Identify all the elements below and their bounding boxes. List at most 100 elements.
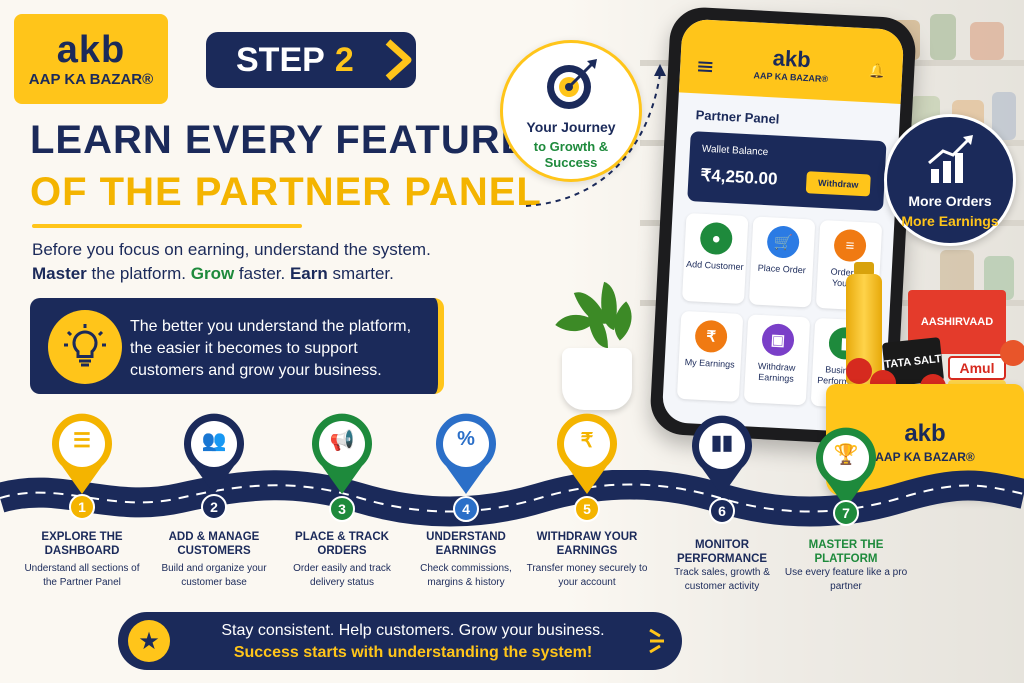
step-title: EXPLORE THE DASHBOARD	[41, 531, 123, 557]
intro-line-2: Master the platform. Grow faster. Earn s…	[32, 264, 394, 284]
partner-panel-title: Partner Panel	[695, 107, 780, 127]
tile-place-order[interactable]: 🛒 Place Order	[748, 216, 816, 308]
users-icon: 👥	[201, 430, 227, 452]
checklist-icon: ☰	[73, 430, 91, 452]
wallet-card: Wallet Balance ₹4,250.00 Withdraw	[687, 131, 887, 212]
step-title: WITHDRAW YOUR EARNINGS	[536, 531, 638, 557]
step-number-badge: 1	[69, 494, 95, 520]
intro-word-master: Master	[32, 264, 87, 283]
step-number-badge: 2	[201, 494, 227, 520]
trophy-icon: 🏆	[833, 444, 859, 466]
journey-line-3-text: Success	[544, 155, 598, 170]
intro-line-1: Before you focus on earning, understand …	[32, 240, 431, 259]
logo-brand-name: AAP KA BAZAR®	[28, 70, 154, 88]
cart-icon: 🛒	[766, 225, 800, 259]
headline-line-2: OF THE PARTNER PANEL	[30, 170, 542, 214]
tomato	[1000, 340, 1024, 366]
intro-word-grow: Grow	[190, 264, 235, 283]
step-pin-2: 👥	[182, 412, 246, 496]
star-icon: ★	[128, 620, 170, 662]
rupee-icon: ₹	[580, 430, 594, 452]
tile-withdraw-earnings[interactable]: ▣ Withdraw Earnings	[743, 314, 811, 406]
step-description: Order easily and track delivery status	[293, 563, 391, 588]
basket-logo: akb	[904, 420, 946, 447]
plant-leaves	[550, 281, 646, 352]
footer-banner: ★ Stay consistent. Help customers. Grow …	[118, 612, 682, 670]
step-description: Track sales, growth & customer activity	[674, 567, 770, 592]
journey-badge: Your Journey to Growth & Success	[500, 40, 642, 182]
percent-icon: %	[457, 428, 475, 450]
step-description: Use every feature like a pro partner	[784, 567, 908, 592]
journey-line-1: Your Journey	[526, 119, 616, 135]
step-word: STEP	[236, 40, 325, 79]
basket-brand-name: AAP KA BAZAR®	[875, 450, 975, 464]
step-pin-3: 📢	[310, 412, 374, 496]
headline-underline	[32, 224, 302, 228]
step-title: MONITOR PERFORMANCE	[676, 539, 768, 565]
step-title: ADD & MANAGE CUSTOMERS	[168, 531, 260, 557]
tile-label: My Earnings	[684, 357, 735, 370]
step-number-badge: 4	[453, 496, 479, 522]
tip-callout: The better you understand the platform, …	[30, 298, 444, 394]
step-pin-4: %	[434, 412, 498, 496]
footer-line-1: Stay consistent. Help customers. Grow yo…	[221, 622, 605, 639]
step-number-badge: 6	[709, 498, 735, 524]
step-pin-6: ▮▮	[690, 414, 754, 498]
bell-icon[interactable]: 🔔	[867, 62, 887, 80]
growth-chart-icon	[928, 135, 973, 183]
intro-word-earn: Earn	[289, 264, 328, 283]
step-description: Understand all sections of the Partner P…	[24, 563, 140, 588]
brand-logo: akb AAP KA BAZAR®	[14, 14, 168, 104]
step-description: Build and organize your customer base	[161, 563, 267, 588]
footer-line-2: Success starts with understanding the sy…	[233, 644, 593, 661]
tile-label: Withdraw Earnings	[757, 360, 796, 384]
step-number-badge: 7	[833, 500, 859, 526]
step-pin-1: ☰	[50, 412, 114, 496]
step-description: Transfer money securely to your account	[526, 563, 648, 588]
promo-badge: More Orders More Earnings	[884, 114, 1016, 246]
wallet-balance: ₹4,250.00	[700, 165, 778, 189]
promo-line-2: More Earnings	[901, 213, 999, 229]
journey-line-2: to Growth & Success	[503, 139, 639, 171]
headline-line-1: LEARN EVERY FEATURE	[30, 118, 529, 162]
step-title: UNDERSTAND EARNINGS	[426, 531, 506, 557]
sparkle-icon	[649, 628, 664, 654]
withdraw-button[interactable]: Withdraw	[805, 171, 871, 197]
target-icon	[547, 59, 597, 109]
clipboard-icon: ≡	[833, 228, 867, 263]
step-pin-5: ₹	[555, 412, 619, 496]
wallet-icon: ▣	[761, 323, 795, 357]
tip-text: The better you understand the platform, …	[130, 318, 412, 379]
lightbulb-icon	[48, 310, 122, 384]
step-badge: STEP 2	[206, 32, 416, 88]
step-number-badge: 3	[329, 496, 355, 522]
tile-label: Place Order	[757, 262, 806, 276]
oil-bottle-cap	[854, 262, 874, 276]
plant-pot	[562, 348, 632, 410]
tomato	[846, 358, 872, 384]
journey-road	[0, 470, 1024, 527]
step-description: Check commissions, margins & history	[420, 563, 512, 588]
intro-text-3: smarter.	[327, 264, 394, 283]
step-title: PLACE & TRACK ORDERS	[295, 531, 389, 557]
journey-line-2-text: to Growth &	[533, 139, 609, 154]
person-icon: ●	[699, 221, 734, 256]
step-number: 2	[334, 40, 354, 79]
megaphone-icon: 📢	[329, 430, 355, 452]
intro-text-2: faster.	[234, 264, 290, 283]
step-pin-7: 🏆	[814, 426, 878, 510]
tile-add-customer[interactable]: ● Add Customer	[681, 212, 749, 305]
chevron-right-icon	[385, 39, 412, 81]
tile-label: Add Customer	[685, 258, 744, 272]
wallet-label: Wallet Balance	[701, 143, 769, 159]
logo-mark: akb	[56, 28, 126, 71]
product-amul: Amul	[948, 356, 1006, 380]
dashed-arrow	[525, 64, 666, 207]
tile-my-earnings[interactable]: ₹ My Earnings	[676, 310, 744, 402]
bar-chart-icon: ▮▮	[710, 432, 733, 454]
step-title: MASTER THE PLATFORM	[808, 539, 884, 565]
intro-text-1: the platform.	[86, 264, 191, 283]
step-number-badge: 5	[574, 496, 600, 522]
promo-line-1: More Orders	[908, 193, 992, 209]
rupee-icon: ₹	[694, 319, 728, 354]
